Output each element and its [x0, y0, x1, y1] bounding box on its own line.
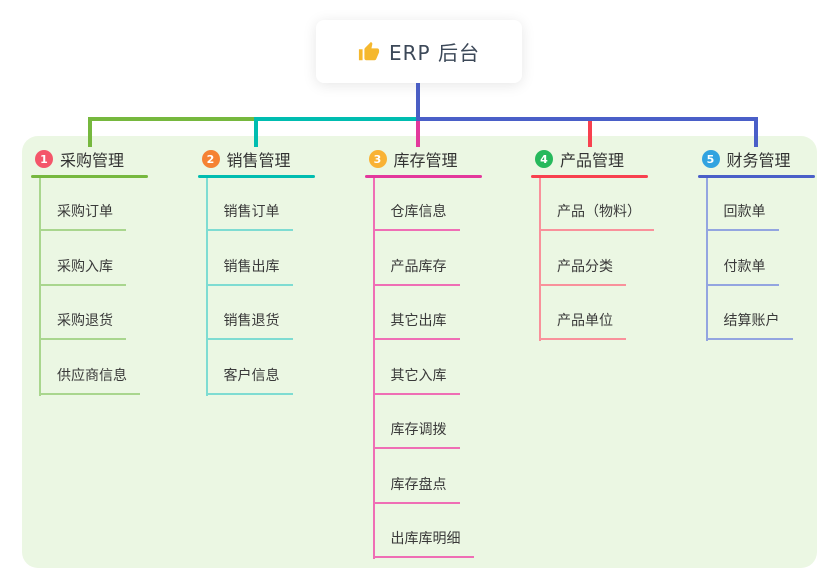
branch-node[interactable]: 4 产品管理	[535, 147, 624, 171]
branch-number-badge: 2	[201, 150, 220, 168]
child-node[interactable]: 库存调拨	[372, 419, 460, 449]
branch-column: 2 销售管理销售订单销售出库销售退货客户信息	[197, 0, 368, 588]
child-node[interactable]: 结算账户	[705, 310, 793, 340]
thumbs-up-icon	[358, 41, 380, 60]
child-node[interactable]: 其它入库	[372, 365, 460, 395]
branch-number-badge: 4	[535, 150, 553, 168]
child-node[interactable]: 供应商信息	[39, 365, 140, 395]
bus-segment-teal	[254, 117, 416, 121]
branch-drop-connector	[754, 121, 758, 147]
branch-label: 采购管理	[60, 151, 125, 170]
child-node[interactable]: 销售出库	[205, 256, 293, 286]
root-node[interactable]: ERP 后台	[316, 20, 522, 83]
child-node[interactable]: 回款单	[705, 201, 779, 231]
branch-node[interactable]: 1 采购管理	[35, 147, 124, 171]
child-node[interactable]: 产品库存	[372, 256, 460, 286]
child-node[interactable]: 库存盘点	[372, 474, 460, 504]
branch-number-badge: 5	[701, 150, 720, 168]
child-node[interactable]: 出库库明细	[372, 528, 474, 558]
branch-label: 财务管理	[726, 151, 791, 170]
child-node[interactable]: 销售订单	[205, 201, 293, 231]
branch-number-badge: 3	[368, 150, 387, 168]
child-node[interactable]: 产品（物料）	[539, 201, 654, 231]
branch-label: 库存管理	[393, 151, 458, 170]
child-node[interactable]: 产品分类	[539, 256, 626, 286]
branch-label: 产品管理	[560, 151, 625, 170]
branch-column: 4 产品管理产品（物料） 产品分类产品单位	[531, 0, 701, 588]
child-node[interactable]: 销售退货	[205, 310, 293, 340]
branch-label: 销售管理	[226, 151, 291, 170]
child-node[interactable]: 采购退货	[39, 310, 126, 340]
branch-node[interactable]: 2 销售管理	[201, 147, 291, 171]
child-node[interactable]: 采购订单	[39, 201, 126, 231]
child-node[interactable]: 仓库信息	[372, 201, 460, 231]
child-node[interactable]: 付款单	[705, 256, 779, 286]
branch-number-badge: 1	[35, 150, 53, 168]
bus-segment-blue	[416, 117, 758, 121]
branch-drop-connector	[416, 121, 420, 147]
child-node[interactable]: 产品单位	[539, 310, 626, 340]
branch-drop-connector	[254, 121, 258, 147]
child-node[interactable]: 其它出库	[372, 310, 460, 340]
root-connector	[416, 83, 420, 117]
root-title: ERP 后台	[389, 41, 480, 65]
branch-drop-connector	[87, 121, 92, 147]
branches-panel	[22, 136, 817, 568]
child-node[interactable]: 客户信息	[205, 365, 293, 395]
branch-node[interactable]: 3 库存管理	[368, 147, 458, 171]
branch-drop-connector	[587, 121, 592, 147]
child-node[interactable]: 采购入库	[39, 256, 126, 286]
bus-segment-green	[87, 117, 254, 121]
branch-node[interactable]: 5 财务管理	[701, 147, 791, 171]
